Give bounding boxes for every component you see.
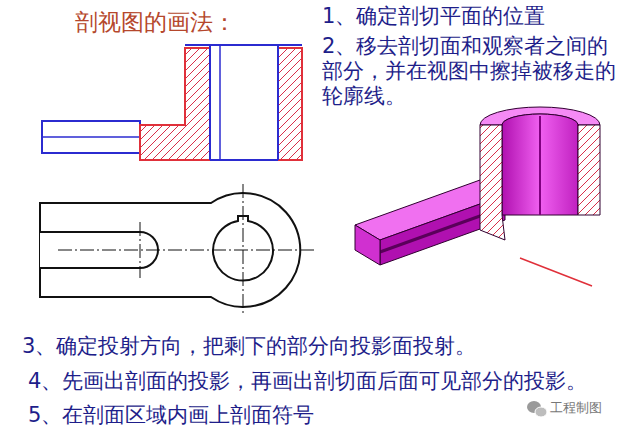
slot-line	[42, 136, 140, 138]
icon-bubble	[535, 407, 547, 417]
top-view	[40, 184, 315, 316]
center-line	[140, 222, 141, 278]
hub-bottom-line	[210, 159, 278, 161]
hub-top-line	[185, 44, 302, 46]
center-lines	[58, 184, 315, 316]
wechat-icon	[527, 401, 547, 417]
front-view	[42, 45, 302, 160]
section-area-right	[278, 48, 302, 160]
keyed-hole	[213, 216, 273, 281]
arm-end-face	[355, 225, 380, 265]
hole-surface	[502, 114, 578, 215]
step-text: 2、移去剖切面和观察者之间的部分，并在视图中擦掉被移走的轮廓线。	[322, 34, 622, 109]
watermark: 工程制图	[550, 400, 602, 416]
step-text: 5、在剖面区域内画上剖面符号	[28, 403, 314, 428]
view-direction-line	[520, 258, 592, 286]
hole-line	[277, 45, 279, 160]
step-text: 3、确定投射方向，把剩下的部分向投影面投射。	[22, 334, 476, 359]
hole-line	[209, 45, 211, 160]
center-line	[58, 250, 315, 251]
cut-face-left	[480, 125, 505, 240]
model-3d	[355, 107, 600, 286]
keyway-edge	[539, 116, 541, 215]
step-text: 4、先画出剖面的投影，再画出剖切面后面可见部分的投影。	[28, 369, 587, 394]
section-area-left	[140, 48, 210, 160]
arm-outline	[42, 121, 140, 153]
center-line	[243, 184, 244, 316]
keyway-line	[219, 45, 221, 160]
cut-face-right	[578, 125, 600, 215]
diagram-title: 剖视图的画法：	[75, 8, 236, 36]
step-text: 1、确定剖切平面的位置	[322, 4, 545, 29]
